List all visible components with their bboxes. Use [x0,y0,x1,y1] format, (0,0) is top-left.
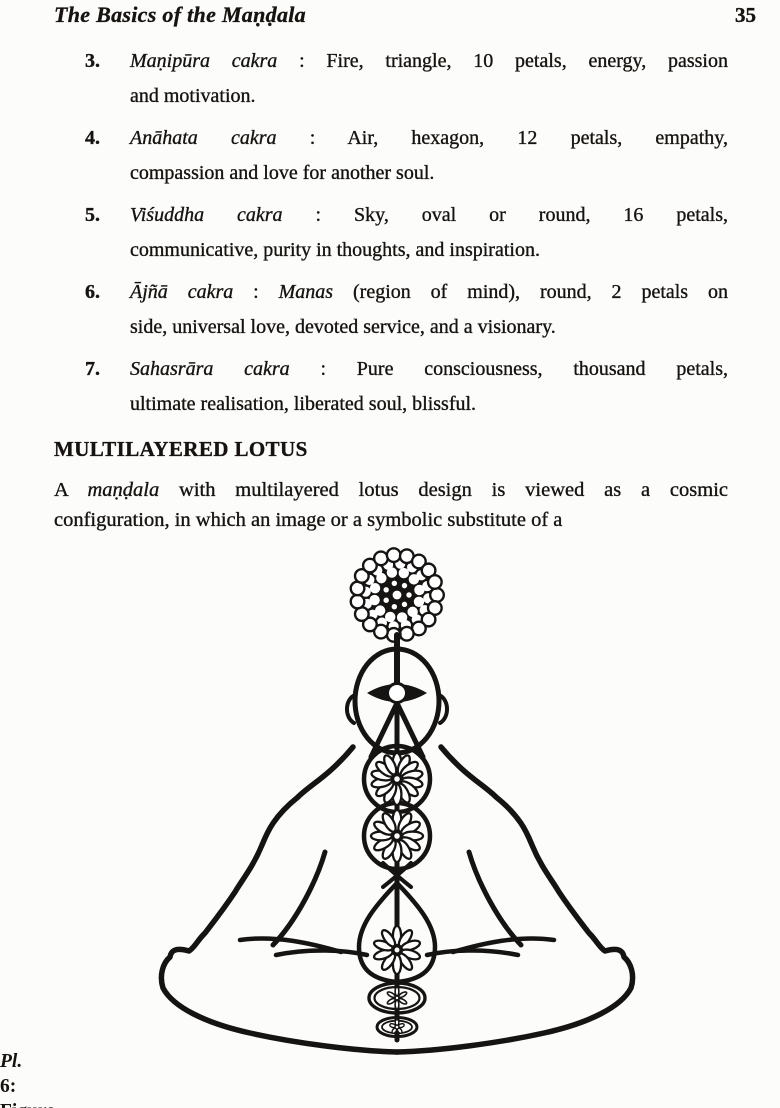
text-line: compassion and love for another soul. [130,156,728,191]
text-run: and motivation. [130,85,256,107]
chakra-list: 3. Maṇipūra cakra : Fire, triangle, 10 pe… [54,44,728,422]
text-run: : Fire, triangle, 10 petals, energy, pas… [277,50,728,72]
text-run: compassion and love for another soul. [130,162,435,184]
list-item-text: Anāhata cakra : Air, hexagon, 12 petals,… [130,121,728,191]
text-run: Maṇipūra cakra [130,50,278,72]
list-item: 5. Viśuddha cakra : Sky, oval or round, 1… [54,198,728,268]
running-head-title: The Basics of the Maṇḍala [54,2,306,27]
text-run: maṇḍala [87,479,160,501]
text-line: Ājñā cakra : Manas (region of mind), rou… [130,275,728,310]
list-item: 7. Sahasrāra cakra : Pure consciousness, … [54,352,728,422]
text-run: Viśuddha cakra [130,204,283,226]
text-run: communicative, purity in thoughts, and i… [130,239,540,261]
intro-paragraph: A maṇḍala with multilayered lotus design… [54,475,728,535]
list-item-number: 7. [85,358,100,380]
text-line: A maṇḍala with multilayered lotus design… [54,475,728,505]
list-item-number: 3. [85,50,100,72]
list-item-text: Sahasrāra cakra : Pure consciousness, th… [130,352,728,422]
text-line: Viśuddha cakra : Sky, oval or round, 16 … [130,198,728,233]
list-item: 4. Anāhata cakra : Air, hexagon, 12 petal… [54,121,728,191]
text-run: : [233,281,279,303]
text-run: Ājñā cakra [130,281,234,303]
text-line: and motivation. [130,79,728,114]
text-line: ultimate realisation, liberated soul, bl… [130,387,728,422]
text-line: communicative, purity in thoughts, and i… [130,233,728,268]
text-line: configuration, in which an image or a sy… [54,505,728,535]
text-line: Sahasrāra cakra : Pure consciousness, th… [130,352,728,387]
page-number: 35 [735,3,756,27]
text-run: ultimate realisation, liberated soul, bl… [130,393,477,415]
text-run: : Pure consciousness, thousand petals, [289,358,728,380]
list-item-text: Viśuddha cakra : Sky, oval or round, 16 … [130,198,728,268]
text-run: A [54,479,88,501]
text-line: Maṇipūra cakra : Fire, triangle, 10 peta… [130,44,728,79]
text-run: (region of mind), round, 2 petals on [333,281,729,303]
text-run: Manas [278,281,334,303]
list-item: 6. Ājñā cakra : Manas (region of mind), r… [54,275,728,345]
list-item-text: Ājñā cakra : Manas (region of mind), rou… [130,275,728,345]
text-run: Anāhata cakra [130,127,277,149]
list-item-number: 6. [85,281,100,303]
text-run: configuration, in which an image or a sy… [54,509,563,531]
list-item-number: 5. [85,204,100,226]
text-run: Pl. [0,1051,23,1072]
text-line: Anāhata cakra : Air, hexagon, 12 petals,… [130,121,728,156]
list-item-number: 4. [85,127,100,149]
text-run: Sahasrāra cakra [130,358,290,380]
meditating-figure-drawing [158,547,636,1055]
running-head: The Basics of the Maṇḍala 35 [54,2,756,28]
list-item-text: Maṇipūra cakra : Fire, triangle, 10 peta… [130,44,728,114]
list-item: 3. Maṇipūra cakra : Fire, triangle, 10 pe… [54,44,728,114]
text-run: with multilayered lotus design is viewed… [159,479,728,501]
section-heading: MULTILAYERED LOTUS [54,437,308,461]
text-run: 6: Figure of the levels of awareness [0,1076,55,1108]
text-run: : Air, hexagon, 12 petals, empathy, [276,127,729,149]
text-run: : Sky, oval or round, 16 petals, [282,204,728,226]
page-content: 3. Maṇipūra cakra : Fire, triangle, 10 pe… [54,44,728,535]
text-line: side, universal love, devoted service, a… [130,310,728,345]
text-run: side, universal love, devoted service, a… [130,316,556,338]
